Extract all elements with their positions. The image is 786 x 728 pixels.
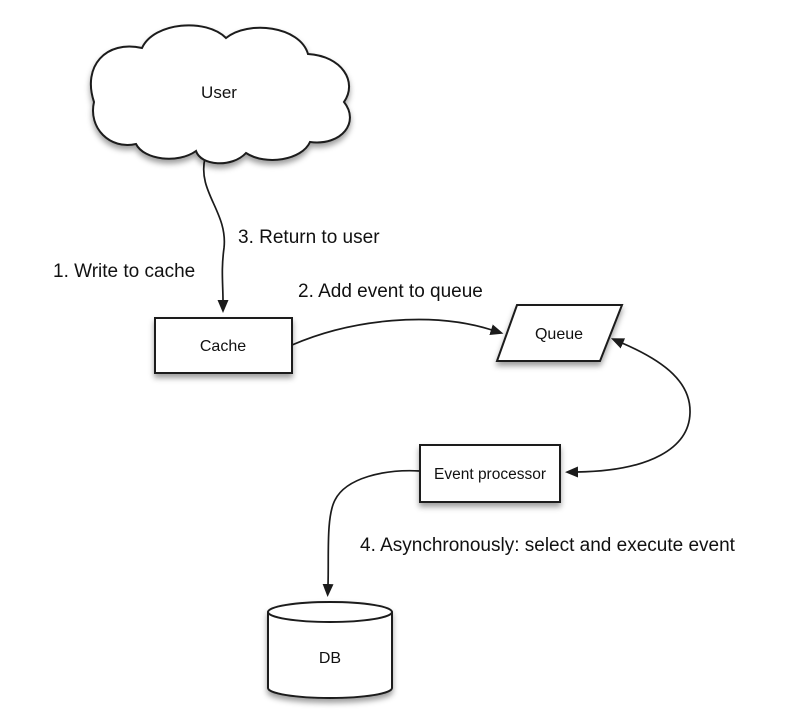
user-node-label: User [201,83,237,102]
event-processor-box-node [419,444,561,503]
arrow-cache-to-queue [291,318,504,346]
queue-node-label: Queue [535,326,583,343]
step-2-label: 2. Add event to queue [298,281,483,302]
cache-box-node [154,317,293,374]
step-1-label: 1. Write to cache [53,261,195,282]
database-cylinder-icon [267,601,393,699]
arrow-user-to-cache [202,157,229,313]
event-processor-node-label: Event processor [434,466,546,483]
step-3-label: 3. Return to user [238,227,380,248]
user-cloud-node [89,24,351,165]
arrow-event-processor-to-db [322,469,421,597]
queue-parallelogram-node [495,304,624,362]
cache-node-label: Cache [200,338,246,355]
step-4-label: 4. Asynchronously: select and execute ev… [360,535,736,556]
cloud-icon [89,24,351,165]
db-node-label: DB [319,650,341,667]
arrow-queue-event-processor-bidirectional [565,338,691,478]
db-cylinder-node [267,601,393,699]
